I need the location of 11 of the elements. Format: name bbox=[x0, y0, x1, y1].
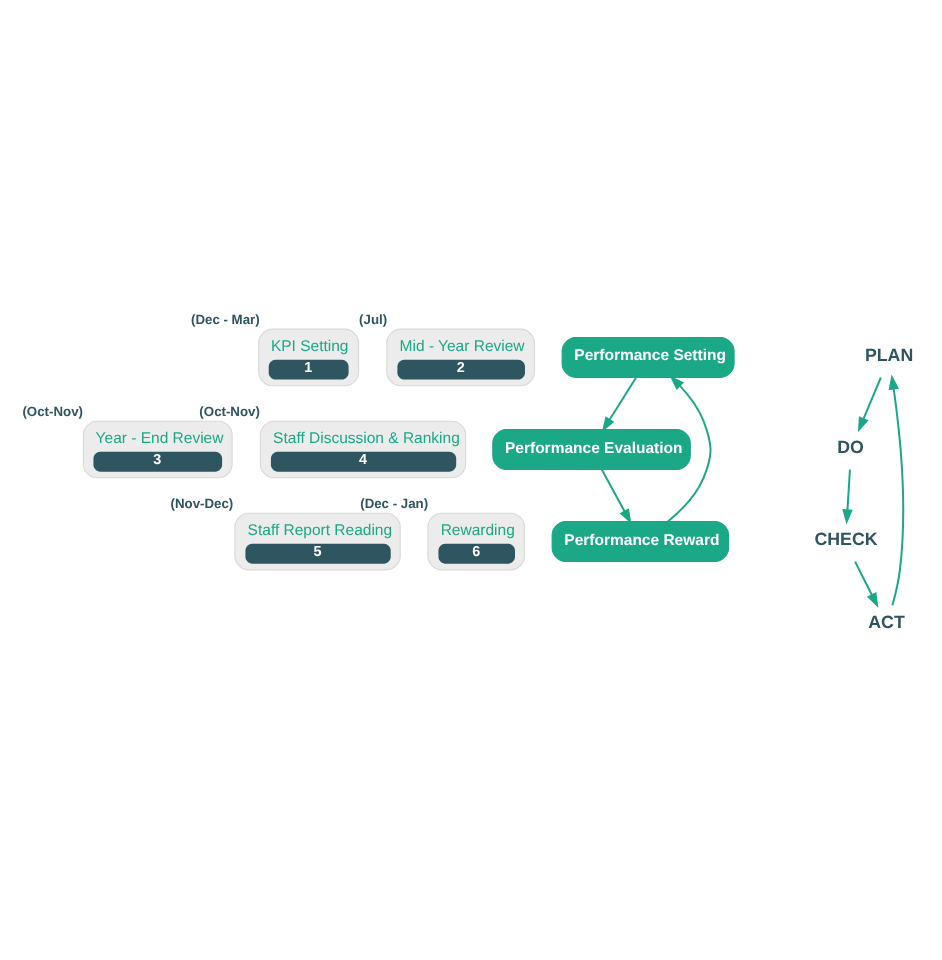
node-text: ACT bbox=[867, 612, 904, 633]
arrow bbox=[887, 374, 904, 607]
arrow bbox=[600, 376, 637, 432]
arrow bbox=[665, 375, 711, 523]
node-text: CHECK bbox=[813, 528, 877, 549]
arrow bbox=[853, 560, 878, 608]
node-text: DO bbox=[836, 436, 863, 457]
node-text: PLAN bbox=[863, 344, 913, 365]
arrow bbox=[599, 468, 631, 525]
arrow bbox=[841, 468, 852, 525]
arrow bbox=[856, 376, 881, 433]
